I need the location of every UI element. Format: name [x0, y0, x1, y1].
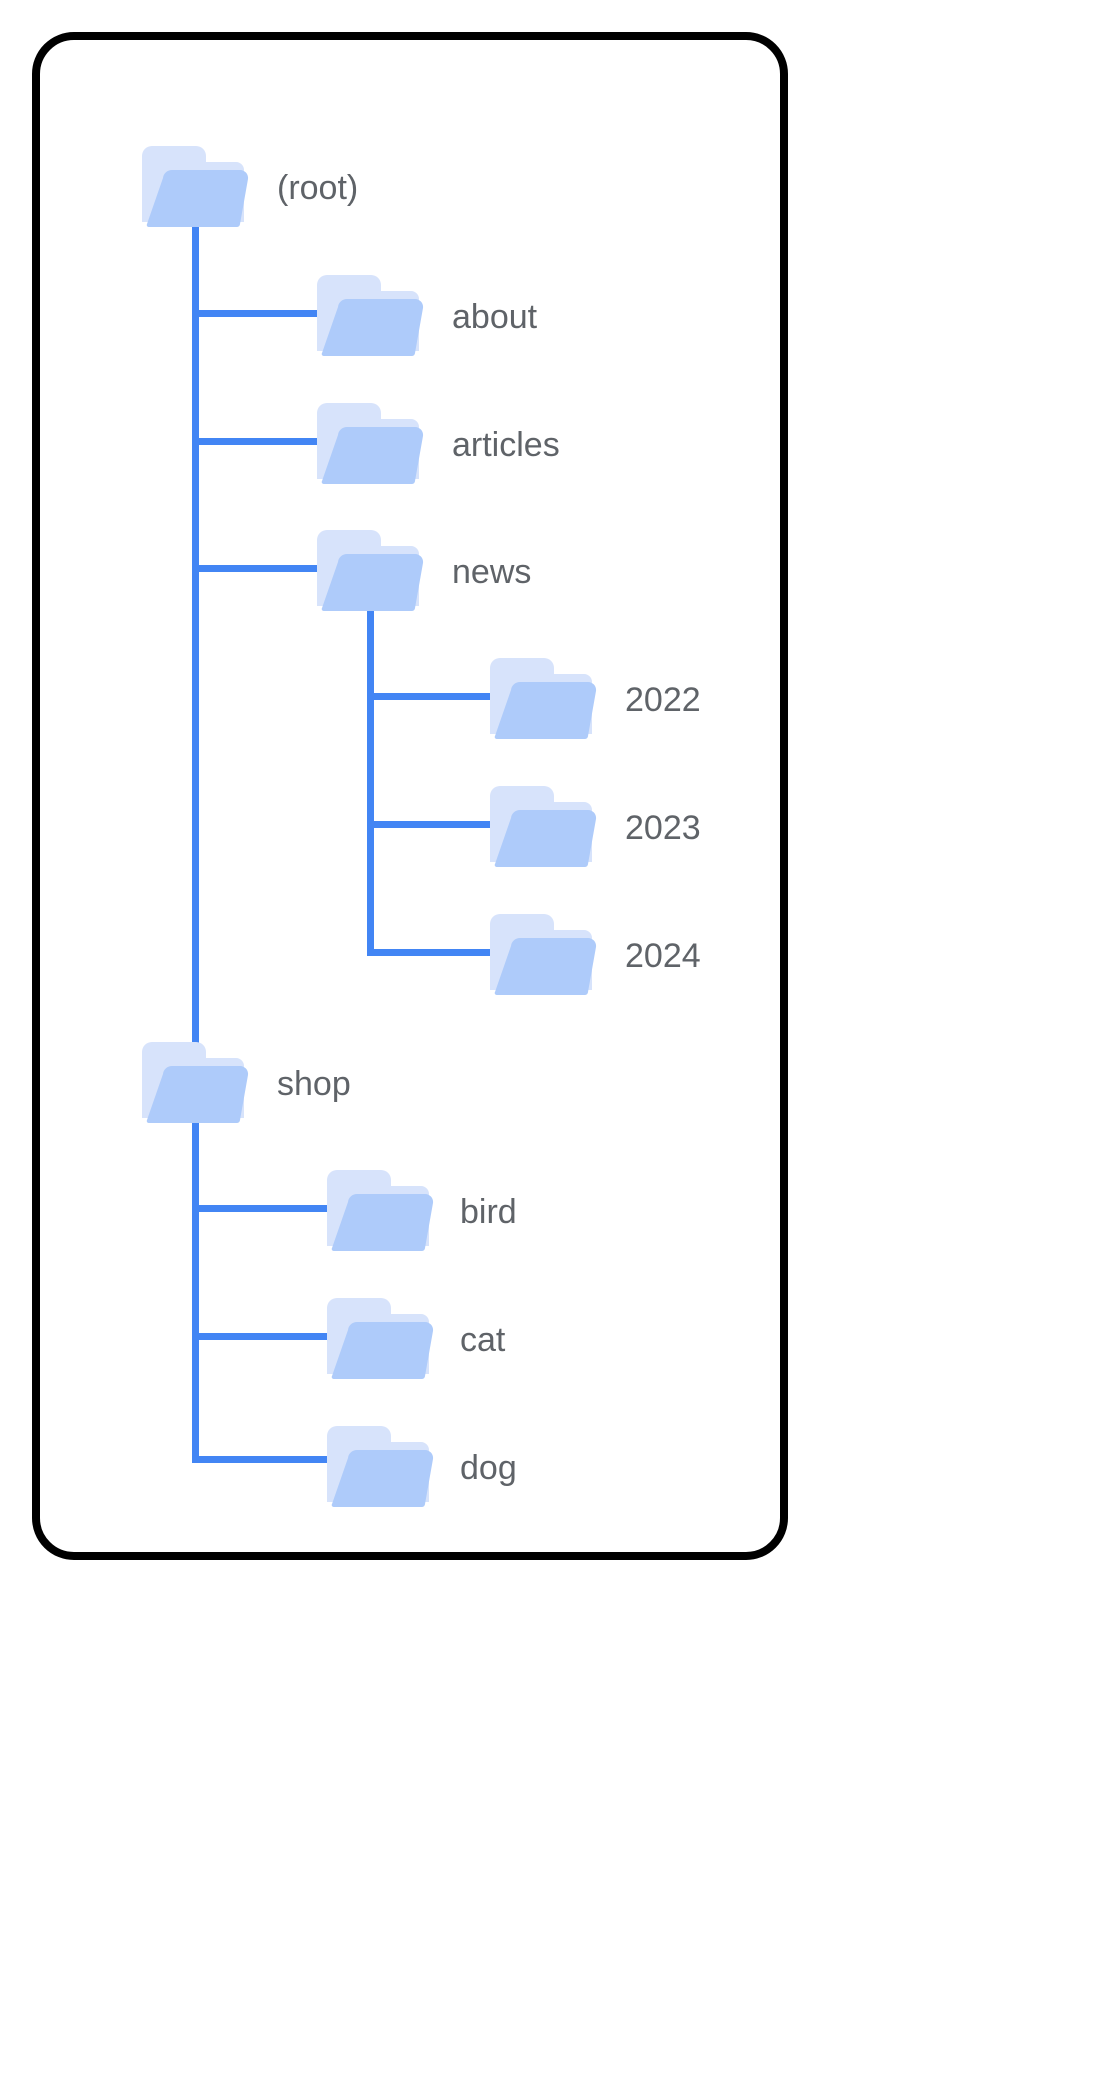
folder-front	[321, 426, 424, 485]
folder-icon	[142, 146, 249, 228]
tree-node-dog[interactable]	[325, 1424, 437, 1512]
connector-branch-about	[192, 310, 318, 317]
folder-front	[146, 1065, 249, 1124]
folder-icon	[142, 1042, 249, 1124]
folder-icon	[317, 530, 424, 612]
folder-front	[321, 298, 424, 357]
folder-icon	[327, 1298, 434, 1380]
connector-branch-articles	[192, 438, 318, 445]
tree-node-label-2024[interactable]: 2024	[625, 937, 701, 975]
folder-icon	[317, 403, 424, 485]
tree-node-2023[interactable]	[488, 784, 600, 872]
tree-node-about[interactable]	[315, 273, 427, 361]
tree-node-2024[interactable]	[488, 912, 600, 1000]
folder-icon	[327, 1426, 434, 1508]
connector-branch-2024	[367, 949, 491, 956]
connector-branch-2023	[367, 821, 491, 828]
connector-branch-news	[192, 565, 318, 572]
connector-branch-dog	[192, 1456, 328, 1463]
tree-node-label-news[interactable]: news	[452, 553, 532, 591]
tree-node-cat[interactable]	[325, 1296, 437, 1384]
tree-node-bird[interactable]	[325, 1168, 437, 1256]
tree-node-label-articles[interactable]: articles	[452, 426, 560, 464]
folder-front	[146, 169, 249, 228]
tree-node-label-2023[interactable]: 2023	[625, 809, 701, 847]
tree-node-label-2022[interactable]: 2022	[625, 681, 701, 719]
connector-branch-bird	[192, 1205, 328, 1212]
tree-node-root[interactable]	[140, 144, 252, 232]
connector-branch-2022	[367, 693, 491, 700]
folder-front	[331, 1321, 434, 1380]
folder-icon	[490, 786, 597, 868]
folder-icon	[327, 1170, 434, 1252]
folder-icon	[490, 658, 597, 740]
tree-node-label-bird[interactable]: bird	[460, 1193, 517, 1231]
folder-front	[494, 681, 597, 740]
tree-node-label-shop[interactable]: shop	[277, 1065, 351, 1103]
connector-branch-cat	[192, 1333, 328, 1340]
folder-front	[494, 937, 597, 996]
folder-front	[321, 553, 424, 612]
diagram-card: (root) about articles news 2022 2023 2024 shop b…	[32, 32, 788, 1560]
tree-node-label-root[interactable]: (root)	[277, 169, 359, 207]
folder-front	[331, 1193, 434, 1252]
connector-root-trunk	[192, 220, 199, 1050]
folder-front	[494, 809, 597, 868]
connector-shop-trunk	[192, 1116, 199, 1456]
tree-node-label-about[interactable]: about	[452, 298, 538, 336]
folder-icon	[490, 914, 597, 996]
tree-node-articles[interactable]	[315, 401, 427, 489]
connector-news-trunk	[367, 604, 374, 955]
folder-front	[331, 1449, 434, 1508]
tree-node-label-cat[interactable]: cat	[460, 1321, 506, 1359]
tree-node-news[interactable]	[315, 528, 427, 616]
tree-node-2022[interactable]	[488, 656, 600, 744]
tree-node-shop[interactable]	[140, 1040, 252, 1128]
tree-node-label-dog[interactable]: dog	[460, 1449, 517, 1487]
folder-icon	[317, 275, 424, 357]
folder-tree: (root) about articles news 2022 2023 2024 shop b…	[40, 40, 780, 1552]
